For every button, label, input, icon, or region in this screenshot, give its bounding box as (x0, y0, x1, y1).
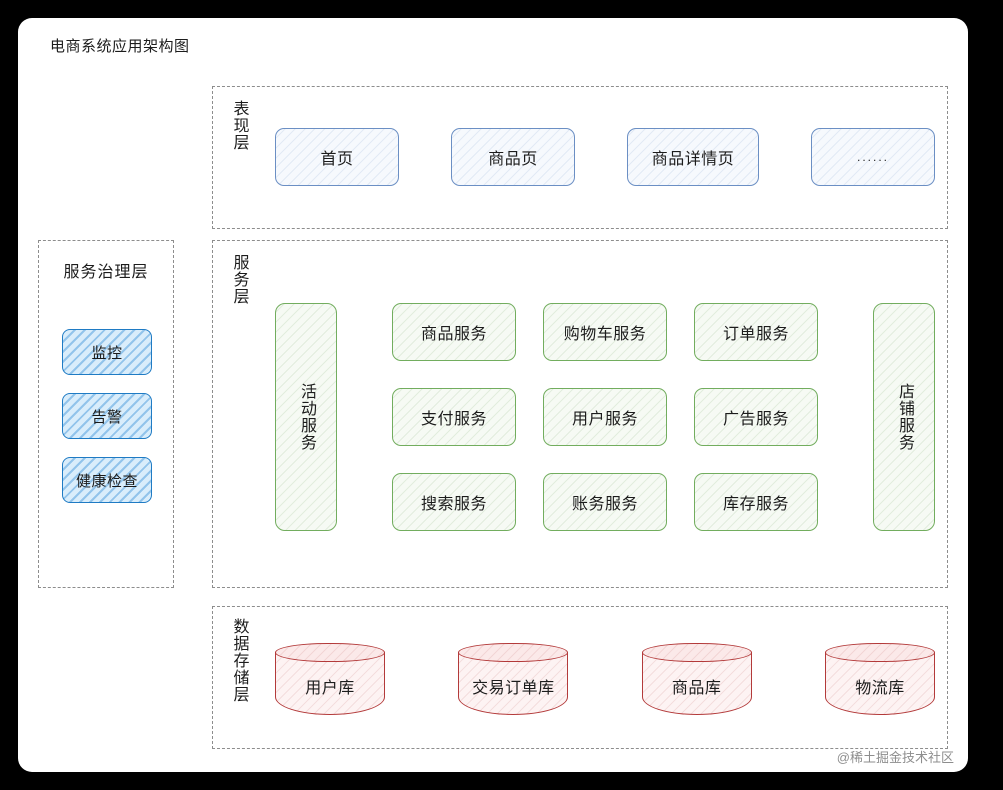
database-node-logistics-db-label: 物流库 (855, 680, 905, 697)
database-node-product-db[interactable]: 商品库 (641, 643, 752, 715)
presentation-layer-container: 表现层 首页 商品页 商品详情页 ...... (212, 86, 948, 229)
presentation-items-row: 首页 商品页 商品详情页 ...... (275, 126, 935, 188)
cylinder-top-icon (275, 643, 385, 662)
governance-layer-container: 服务治理层 监控 告警 健康检查 (38, 240, 174, 588)
presentation-layer-label: 表现层 (230, 100, 248, 151)
page-title: 电商系统应用架构图 (50, 38, 190, 55)
cylinder-body-icon (824, 652, 935, 715)
governance-node-monitoring[interactable]: 监控 (62, 329, 152, 375)
data-items-row: 用户库 交易订单库 商品库 物流库 (275, 639, 935, 719)
database-node-order-db-label: 交易订单库 (472, 680, 555, 697)
governance-layer-title: 服务治理层 (63, 264, 149, 281)
service-layer-container: 服务层 活动服务 商品服务 购物车服务 订单服务 支付服务 用户服务 广告服务 … (212, 240, 948, 588)
diagram-card: 电商系统应用架构图 表现层 首页 商品页 商品详情页 ...... 服务治理层 … (18, 18, 968, 772)
cylinder-body-icon (275, 652, 385, 715)
service-node-order-service[interactable]: 订单服务 (694, 303, 818, 361)
service-node-account-service[interactable]: 账务服务 (543, 473, 667, 531)
governance-node-alerting[interactable]: 告警 (62, 393, 152, 439)
service-node-ad-service[interactable]: 广告服务 (694, 388, 818, 446)
presentation-node-product-page[interactable]: 商品页 (451, 128, 575, 186)
governance-items-list: 监控 告警 健康检查 (62, 329, 152, 503)
database-node-logistics-db[interactable]: 物流库 (824, 643, 935, 715)
cylinder-top-icon (824, 643, 935, 662)
presentation-node-product-detail-page[interactable]: 商品详情页 (627, 128, 759, 186)
cylinder-top-icon (641, 643, 752, 662)
service-node-payment-service[interactable]: 支付服务 (392, 388, 516, 446)
service-node-user-service[interactable]: 用户服务 (543, 388, 667, 446)
service-node-inventory-service[interactable]: 库存服务 (694, 473, 818, 531)
service-node-shop-service-label: 店铺服务 (896, 383, 913, 451)
presentation-node-more[interactable]: ...... (811, 128, 935, 186)
database-node-user-db[interactable]: 用户库 (275, 643, 385, 715)
service-node-search-service[interactable]: 搜索服务 (392, 473, 516, 531)
service-layer-label: 服务层 (230, 254, 248, 305)
cylinder-top-icon (458, 643, 569, 662)
data-layer-label: 数据存储层 (230, 618, 248, 703)
service-node-product-service[interactable]: 商品服务 (392, 303, 516, 361)
database-node-user-db-label: 用户库 (305, 680, 355, 697)
watermark: @稀土掘金技术社区 (836, 750, 954, 765)
service-items-area: 活动服务 商品服务 购物车服务 订单服务 支付服务 用户服务 广告服务 搜索服务… (275, 303, 935, 531)
service-node-cart-service[interactable]: 购物车服务 (543, 303, 667, 361)
governance-node-health-check[interactable]: 健康检查 (62, 457, 152, 503)
service-grid: 商品服务 购物车服务 订单服务 支付服务 用户服务 广告服务 搜索服务 账务服务… (392, 303, 818, 531)
presentation-node-home[interactable]: 首页 (275, 128, 399, 186)
database-node-order-db[interactable]: 交易订单库 (458, 643, 569, 715)
cylinder-body-icon (641, 652, 752, 715)
database-node-product-db-label: 商品库 (671, 680, 722, 697)
service-node-activity-service[interactable]: 活动服务 (275, 303, 337, 531)
data-layer-container: 数据存储层 用户库 交易订单库 商品库 (212, 606, 948, 749)
service-node-shop-service[interactable]: 店铺服务 (873, 303, 935, 531)
cylinder-body-icon (458, 652, 569, 715)
service-node-activity-service-label: 活动服务 (298, 383, 315, 451)
